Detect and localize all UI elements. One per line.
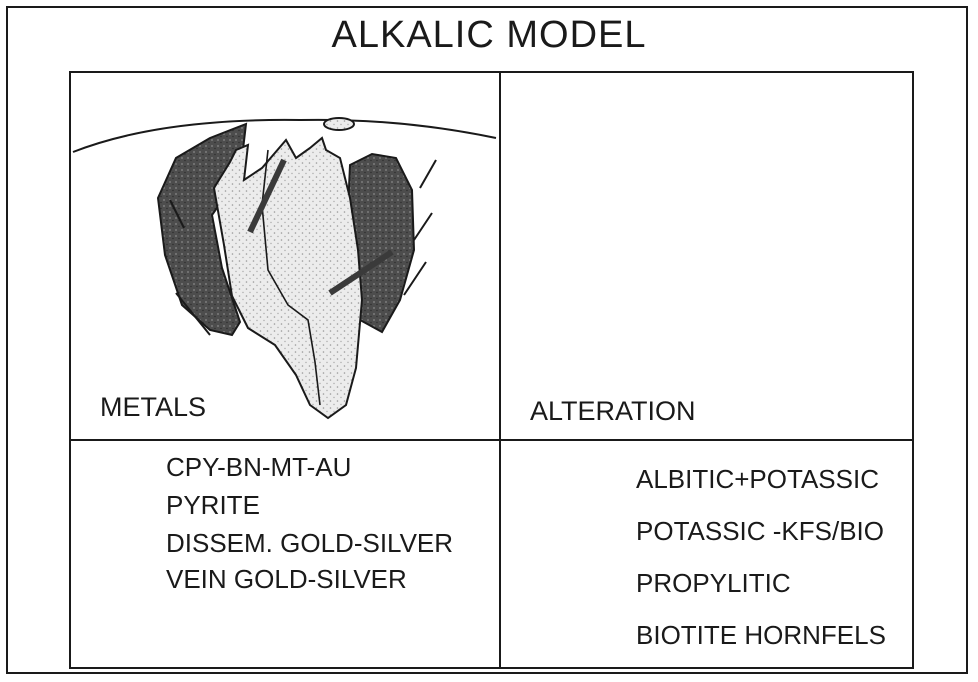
legend-albitic-label: ALBITIC+POTASSIC (636, 464, 879, 495)
legend-pyrite-label: PYRITE (166, 490, 260, 521)
metals-panel-label: METALS (100, 392, 206, 423)
legend-propylitic-label: PROPYLITIC (636, 568, 791, 599)
alteration-panel-label: ALTERATION (530, 396, 696, 427)
legend-cpy-label: CPY-BN-MT-AU (166, 452, 351, 483)
metals-panel (73, 118, 496, 418)
cpy-bn-mt-au-core (214, 138, 362, 418)
legend-hornfels-label: BIOTITE HORNFELS (636, 620, 886, 651)
legend-dissem-label: DISSEM. GOLD-SILVER (166, 528, 453, 559)
dissem-gold-silver-lens (324, 118, 354, 130)
legend-potassic-label: POTASSIC -KFS/BIO (636, 516, 884, 547)
legend-vein-label: VEIN GOLD-SILVER (166, 564, 407, 595)
